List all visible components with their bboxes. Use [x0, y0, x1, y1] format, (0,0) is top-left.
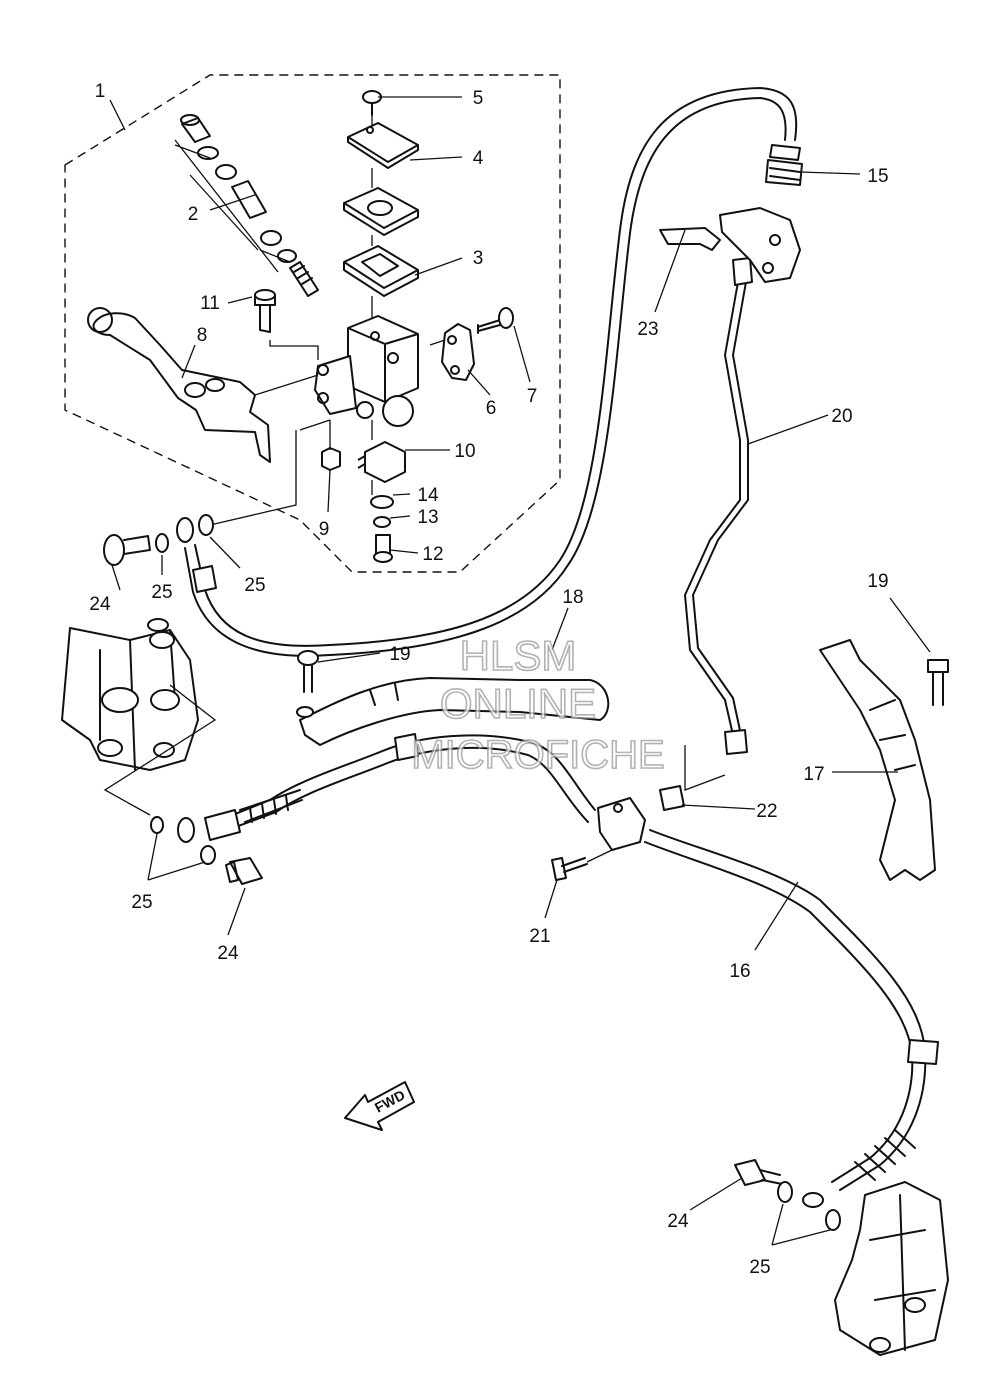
- union-bolt: [551, 849, 613, 881]
- master-cylinder-body: [347, 315, 419, 403]
- callout-4: 4: [473, 148, 484, 169]
- callout-15: 15: [867, 166, 888, 187]
- brake-hose-union-to-left-caliper: [177, 733, 596, 843]
- banjo-fitting-upper: [176, 517, 194, 543]
- hose-guide-left: [296, 677, 610, 746]
- callout-24-lower-right: 24: [667, 1211, 689, 1232]
- master-cylinder-parts: [87, 90, 514, 563]
- clamp-bolt: [477, 307, 514, 334]
- callout-8: 8: [197, 325, 208, 346]
- callout-labels: 1 2 3 4 5 6 7 8 9 10 11 12 13 14 15 16 1…: [89, 81, 888, 1278]
- copper-washer-lower-b: [200, 845, 216, 865]
- callout-24-upper: 24: [89, 594, 111, 615]
- union-nut: [659, 785, 685, 811]
- banjo-fitting-right: [802, 1192, 824, 1208]
- right-caliper: [834, 1181, 949, 1356]
- brake-light-switch: [357, 441, 406, 483]
- brake-pipe: [684, 257, 753, 791]
- callout-25-lower-right: 25: [749, 1257, 770, 1278]
- callout-21: 21: [529, 926, 550, 947]
- copper-washer-lower-right-b: [825, 1209, 841, 1231]
- switch-washer: [370, 495, 394, 509]
- callout-14: 14: [417, 485, 439, 506]
- guide-bolt-right: [927, 659, 949, 706]
- switch-lock-washer: [373, 516, 391, 528]
- banjo-bolt-upper: [103, 534, 151, 566]
- callout-9: 9: [319, 519, 330, 540]
- copper-washer-upper-a: [155, 533, 169, 553]
- callout-25-upper-a: 25: [151, 582, 172, 603]
- brake-bracket: [719, 207, 801, 283]
- callout-18: 18: [562, 587, 583, 608]
- callout-6: 6: [486, 398, 497, 419]
- callout-25-lower-left: 25: [131, 892, 152, 913]
- watermark-line1: HLSM: [460, 632, 577, 679]
- copper-washer-upper-b: [198, 514, 214, 536]
- brake-hose-union-to-right-caliper: [644, 829, 939, 1208]
- left-caliper: [61, 618, 217, 816]
- callout-3: 3: [473, 248, 484, 269]
- callout-12: 12: [422, 544, 443, 565]
- callout-19-right: 19: [867, 571, 888, 592]
- callout-24-lower-left: 24: [217, 943, 239, 964]
- watermark: HLSM ONLINE MICROFICHE: [411, 631, 666, 778]
- piston-kit: [180, 114, 319, 297]
- callout-25-upper-b: 25: [244, 575, 265, 596]
- banjo-bolt-lower-left: [225, 857, 263, 885]
- callout-5: 5: [473, 88, 484, 109]
- callout-16: 16: [729, 961, 750, 982]
- callout-23: 23: [637, 319, 658, 340]
- banjo-bolt-lower-right: [734, 1159, 783, 1186]
- pivot-nut: [321, 447, 341, 471]
- pivot-bolt: [254, 289, 276, 333]
- callout-17: 17: [803, 764, 824, 785]
- diaphragm-plate: [343, 187, 419, 236]
- callout-leaders: [109, 96, 931, 1246]
- copper-washer-lower-a: [150, 816, 164, 834]
- reservoir-cap: [347, 122, 419, 169]
- callout-2: 2: [188, 204, 199, 225]
- three-way-union: [597, 797, 646, 851]
- switch-screw: [373, 534, 393, 563]
- callout-11: 11: [200, 293, 220, 314]
- master-cylinder-assembly-boundary: [64, 74, 561, 573]
- callout-10: 10: [454, 441, 475, 462]
- banjo-fitting-left: [177, 817, 195, 843]
- diaphragm: [343, 245, 419, 297]
- watermark-line2: ONLINE: [440, 680, 596, 727]
- hose-guide-right: [819, 639, 936, 881]
- forward-direction-arrow: [344, 1081, 415, 1131]
- copper-washer-lower-right-a: [777, 1181, 793, 1203]
- brake-hose-master-to-union: [184, 87, 803, 657]
- callout-7: 7: [527, 386, 538, 407]
- callout-19-left: 19: [389, 644, 410, 665]
- callout-1: 1: [95, 81, 106, 102]
- callout-22: 22: [756, 801, 777, 822]
- brake-lever: [92, 312, 271, 463]
- callout-13: 13: [417, 507, 438, 528]
- watermark-line3: MICROFICHE: [411, 733, 664, 777]
- reservoir-screw: [362, 90, 382, 116]
- guide-bolt-left: [297, 650, 319, 693]
- callout-20: 20: [831, 406, 852, 427]
- hose-clamp: [659, 227, 721, 251]
